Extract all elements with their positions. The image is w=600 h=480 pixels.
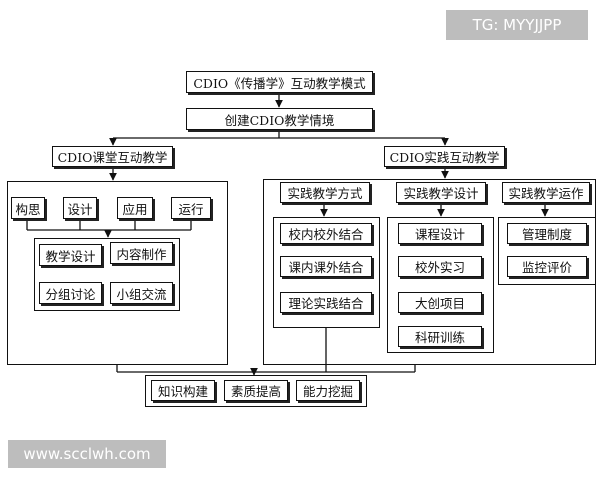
design-box: 课程设计 — [398, 223, 482, 244]
activity-box: 分组讨论 — [39, 282, 102, 304]
operation-frame — [498, 217, 596, 285]
activities-frame — [34, 238, 180, 311]
methods-label: 实践教学方式 — [280, 182, 370, 203]
method-box: 理论实践结合 — [280, 292, 372, 313]
classroom-frame — [7, 181, 228, 365]
stage-box: 运行 — [171, 197, 211, 219]
practice-label: CDIO实践互动教学 — [384, 146, 505, 167]
activity-box: 内容制作 — [110, 242, 173, 264]
outcome-box: 知识构建 — [151, 380, 215, 401]
classroom-label: CDIO课堂互动教学 — [52, 146, 173, 167]
context-box: 创建CDIO教学情境 — [186, 108, 373, 130]
stage-box: 应用 — [117, 197, 153, 219]
operation-box: 管理制度 — [507, 223, 587, 244]
method-box: 课内课外结合 — [280, 256, 372, 277]
activity-box: 小组交流 — [110, 282, 173, 304]
watermark-bottom: www.scclwh.com — [8, 440, 166, 468]
stage-box: 设计 — [63, 197, 97, 219]
stage-box: 构思 — [11, 197, 45, 219]
method-box: 校内校外结合 — [280, 223, 372, 244]
design-box: 科研训练 — [398, 326, 482, 347]
watermark-top: TG: MYYJJPP — [446, 10, 588, 40]
design-box: 大创项目 — [398, 292, 482, 313]
design-label: 实践教学设计 — [396, 182, 486, 203]
outcome-box: 能力挖掘 — [296, 380, 360, 401]
operation-box: 监控评价 — [507, 256, 587, 277]
activity-box: 教学设计 — [39, 244, 102, 266]
operation-label: 实践教学运作 — [502, 182, 590, 203]
design-frame — [387, 217, 494, 353]
methods-frame — [273, 217, 380, 328]
diagram-title: CDIO《传播学》互动教学模式 — [186, 71, 373, 93]
design-box: 校外实习 — [398, 256, 482, 277]
outcomes-frame — [145, 375, 367, 407]
outcome-box: 素质提高 — [224, 380, 288, 401]
